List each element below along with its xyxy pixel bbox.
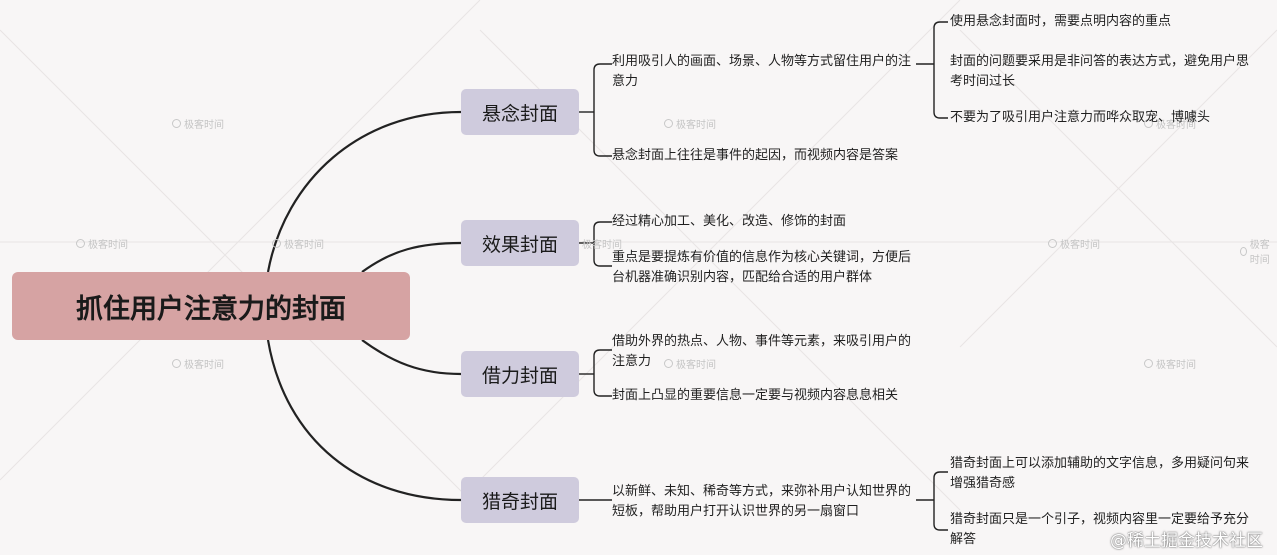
branch-suspense-cover[interactable]: 悬念封面	[461, 89, 579, 135]
corner-watermark: @稀土掘金技术社区	[1110, 531, 1263, 551]
root-branch-connectors	[266, 110, 462, 502]
watermark: 极客时间	[272, 236, 324, 251]
branch-borrow-cover[interactable]: 借力封面	[461, 351, 579, 397]
watermark: 极客时间	[1240, 236, 1277, 266]
branch-leaf-connectors	[579, 21, 948, 531]
watermark-icon	[664, 359, 673, 368]
watermark: 极客时间	[664, 116, 716, 131]
branch-effect-cover[interactable]: 效果封面	[461, 220, 579, 266]
leaf-suspense-1[interactable]: 利用吸引人的画面、场景、人物等方式留住用户的注意力	[612, 54, 912, 89]
leaf-curiosity-1-sub-2[interactable]: 猎奇封面只是一个引子，视频内容里一定要给予充分解答	[950, 512, 1250, 547]
watermark-icon	[1144, 119, 1153, 128]
leaf-effect-2[interactable]: 重点是要提炼有价值的信息作为核心关键词，方便后台机器准确识别内容，匹配给合适的用…	[612, 250, 912, 285]
watermark-icon	[664, 119, 673, 128]
watermark-icon	[1048, 239, 1057, 248]
leaf-suspense-1-sub-1[interactable]: 使用悬念封面时，需要点明内容的重点	[950, 14, 1172, 29]
leaf-curiosity-1[interactable]: 以新鲜、未知、稀奇等方式，来弥补用户认知世界的短板，帮助用户打开认识世界的另一扇…	[612, 484, 912, 519]
leaf-suspense-1-sub-3[interactable]: 不要为了吸引用户注意力而哗众取宠、博噱头	[950, 110, 1211, 125]
watermark-icon	[1144, 359, 1153, 368]
connector-root-borrow	[361, 339, 462, 376]
branch-curiosity-cover[interactable]: 猎奇封面	[461, 477, 579, 523]
leaf-suspense-2[interactable]: 悬念封面上往往是事件的起因，而视频内容是答案	[612, 148, 899, 163]
watermark-icon	[172, 119, 181, 128]
watermark: 极客时间	[1144, 356, 1196, 371]
connector-root-suspense	[266, 110, 462, 273]
root-topic[interactable]: 抓住用户注意力的封面	[12, 272, 410, 340]
connector-borrow-bracket	[593, 349, 612, 397]
leaf-effect-1[interactable]: 经过精心加工、美化、改造、修饰的封面	[612, 214, 847, 229]
watermark: 极客时间	[172, 116, 224, 131]
watermark-icon	[1240, 246, 1247, 256]
watermark: 极客时间	[1144, 116, 1196, 131]
connector-root-effect	[361, 241, 462, 273]
connector-curiosity-sub-bracket	[933, 471, 948, 531]
watermark-icon	[172, 359, 181, 368]
watermark: 极客时间	[76, 236, 128, 251]
connector-effect-bracket	[593, 221, 612, 267]
watermark: 极客时间	[664, 356, 716, 371]
watermark: 极客时间	[172, 356, 224, 371]
watermark-icon	[272, 239, 281, 248]
leaf-curiosity-1-sub-1[interactable]: 猎奇封面上可以添加辅助的文字信息，多用疑问句来增强猎奇感	[950, 456, 1250, 491]
watermark: 极客时间	[1048, 236, 1100, 251]
connector-suspense-bracket	[593, 63, 612, 157]
leaf-suspense-1-sub-2[interactable]: 封面的问题要采用是非问答的表达方式，避免用户思考时间过长	[950, 54, 1250, 89]
leaf-borrow-1[interactable]: 借助外界的热点、人物、事件等元素，来吸引用户的注意力	[612, 334, 912, 369]
connector-root-curiosity	[266, 339, 462, 502]
watermark-icon	[76, 239, 85, 248]
leaf-borrow-2[interactable]: 封面上凸显的重要信息一定要与视频内容息息相关	[612, 388, 899, 403]
connector-suspense-sub-bracket	[933, 21, 948, 119]
